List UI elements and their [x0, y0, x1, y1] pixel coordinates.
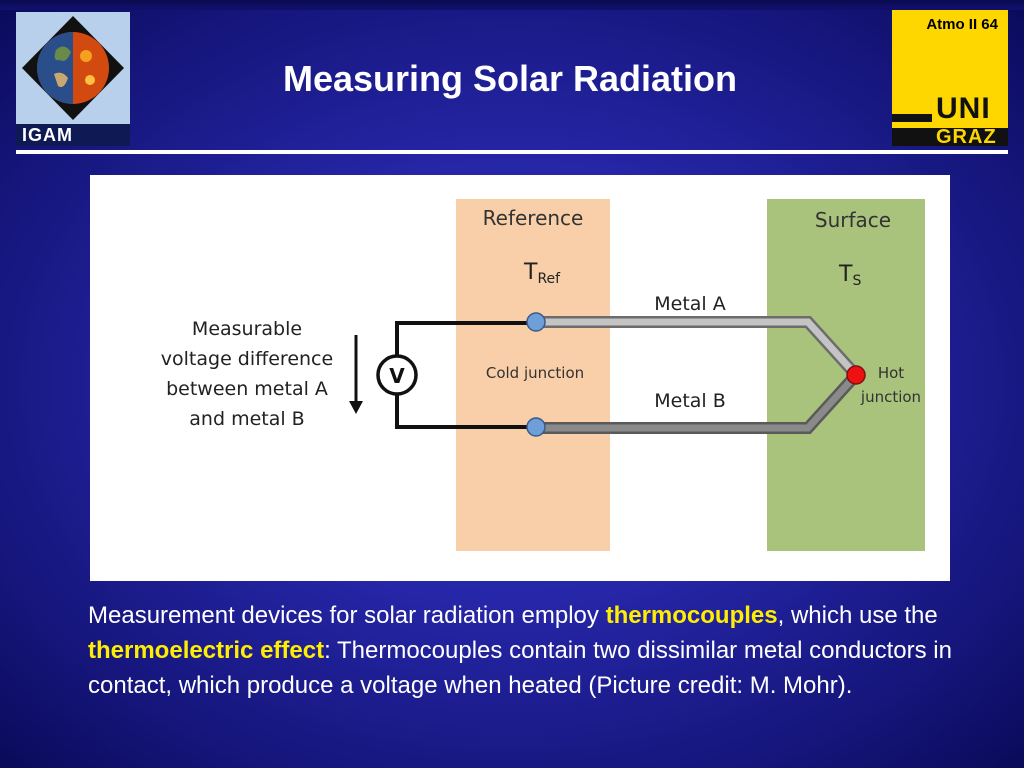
t-s-label: TS: [838, 262, 861, 289]
reference-panel: [456, 199, 610, 551]
measurable-line-4: and metal B: [189, 408, 304, 430]
t-ref-label: TRef: [523, 260, 561, 287]
reference-label: Reference: [483, 206, 584, 230]
thermocouple-diagram: Reference TRef Surface TS Metal A Metal …: [90, 175, 950, 581]
measurable-line-1: Measurable: [192, 318, 302, 340]
hot-junction-label-2: junction: [860, 388, 921, 406]
hot-junction-label-1: Hot: [878, 364, 904, 382]
igam-logo: IGAM: [16, 12, 130, 146]
t-s-main: T: [838, 262, 853, 287]
voltmeter-icon: [376, 354, 418, 396]
hot-junction-dot: [846, 365, 866, 385]
logo-stripe: [892, 114, 932, 122]
body-part-3: : Thermocouples contain two dissimilar m…: [88, 637, 952, 699]
uni-text: UNI: [936, 92, 991, 125]
t-ref-main: T: [523, 260, 538, 285]
thermocouple-svg: Reference TRef Surface TS Metal A Metal …: [161, 199, 925, 551]
top-bar: [0, 0, 1024, 10]
arrow-down-icon: [349, 401, 363, 414]
body-paragraph: Measurement devices for solar radiation …: [88, 598, 968, 703]
surface-label: Surface: [815, 208, 891, 232]
cold-junction-a-dot: [526, 312, 546, 332]
page-title: Measuring Solar Radiation: [282, 58, 738, 99]
igam-band: IGAM: [16, 124, 130, 146]
cold-junction-b-dot: [526, 417, 546, 437]
earth-sun-diamond-icon: [22, 16, 124, 120]
body-part-2: , which use the: [777, 602, 938, 629]
surface-panel: [767, 199, 925, 551]
metal-b-label: Metal B: [654, 390, 726, 412]
measurable-line-3: between metal A: [166, 378, 328, 400]
highlight-thermoelectric-effect: thermoelectric effect: [88, 637, 325, 664]
measurable-line-2: voltage difference: [161, 348, 333, 370]
voltmeter-label: V: [389, 364, 405, 388]
highlight-thermocouples: thermocouples: [605, 602, 778, 629]
body-part-1: Measurement devices for solar radiation …: [88, 602, 606, 629]
metal-a-wire-fill: [536, 318, 859, 378]
t-s-sub: S: [852, 273, 861, 289]
metal-b-wire-fill: [536, 372, 859, 432]
slide-number: Atmo II 64: [926, 16, 998, 33]
graz-bar: [892, 128, 1008, 146]
igam-text: IGAM: [22, 125, 73, 145]
t-ref-sub: Ref: [537, 271, 561, 287]
cold-junction-label: Cold junction: [486, 364, 584, 382]
graz-text: GRAZ: [936, 126, 997, 148]
uni-graz-logo: Atmo II 64 UNI GRAZ: [892, 10, 1008, 148]
metal-a-label: Metal A: [654, 293, 726, 315]
header-divider: [16, 150, 1008, 154]
